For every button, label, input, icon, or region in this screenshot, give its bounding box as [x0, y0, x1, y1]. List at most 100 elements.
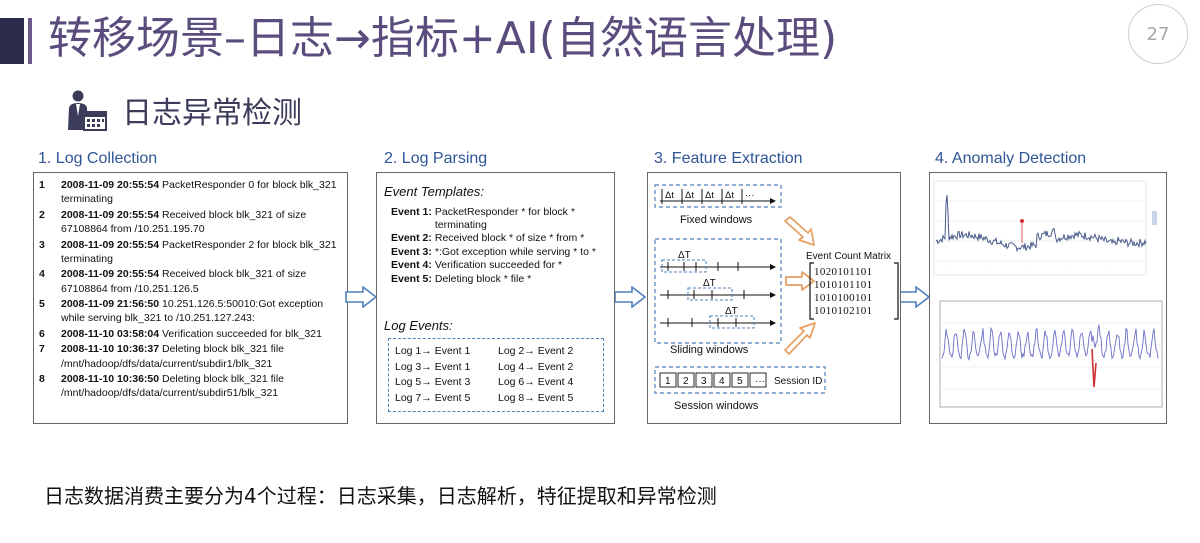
log-entry-message: PacketResponder 2 for block blk_321 term… — [61, 238, 337, 265]
log-entry-message: Received block blk_321 of size 67108864 … — [61, 208, 307, 236]
log-event-mapping: Log 3→ Event 1 — [395, 360, 471, 373]
session-id-cell — [659, 372, 677, 388]
log-entry-message: 10.251.126.5:50010:Got exception while s… — [61, 298, 324, 325]
event-templates-heading: Event Templates: — [384, 184, 484, 199]
event-template-label: Event 3: — [391, 245, 432, 258]
time-series-plot-bottom — [939, 300, 1163, 408]
title-accent-bar — [0, 18, 24, 64]
flow-arrow-icon — [898, 286, 930, 308]
log-entry-message: Verification succeeded for blk_321 — [159, 327, 322, 340]
metric-series-line — [941, 324, 1159, 361]
log-event-mapping: Log 7→ Event 5 — [395, 391, 471, 404]
orange-arrow-icon — [784, 216, 815, 246]
matrix-row: 1 0 1 0 1 0 0 1 0 1 — [814, 292, 872, 304]
log-entry: 5 2008-11-09 21:56:50 10.251.126.5:50010:… — [39, 297, 344, 326]
log-entry-timestamp: 2008-11-10 10:36:50 — [61, 373, 160, 386]
log-entry-message: Deleting block blk_321 file /mnt/hadoop/… — [61, 373, 285, 400]
event-template-text: Deleting block * file * — [434, 272, 532, 285]
fixed-window-delta: Δt — [725, 190, 734, 201]
fixed-window-delta: Δt — [665, 190, 674, 201]
session-id-value: 5 — [737, 376, 743, 387]
fixed-windows-box — [654, 184, 782, 208]
log-event-mapping: Log 8→ Event 5 — [498, 391, 574, 404]
session-id-label: Session ID — [774, 376, 822, 387]
section-subtitle: 日志异常检测 — [122, 96, 302, 131]
log-entry: 3 2008-11-09 20:55:54 PacketResponder 2 f… — [39, 238, 344, 267]
log-entry-number: 7 — [39, 343, 45, 356]
event-template-text: Received block * of size * from * — [434, 232, 585, 245]
log-entry-timestamp: 2008-11-09 20:55:54 — [61, 238, 160, 251]
event-template-text: *:Got exception while serving * to * — [434, 245, 596, 258]
event-template-label: Event 2: — [391, 232, 432, 245]
event-template-label: Event 5: — [391, 272, 432, 285]
log-collection-panel: 1 2008-11-09 20:55:54 PacketResponder 0 f… — [33, 172, 348, 424]
event-template-list: Event 1:PacketResponder * for block * te… — [391, 206, 611, 287]
metric-series-line — [935, 194, 1147, 253]
svg-text:.: . — [1030, 267, 1031, 272]
session-id-value: 4 — [719, 376, 725, 387]
matrix-row: 1 0 1 0 1 0 1 1 0 1 — [814, 279, 872, 291]
session-id-value: 2 — [683, 376, 689, 387]
session-windows-label: Session windows — [674, 400, 759, 412]
delta-label: ΔT — [703, 278, 716, 289]
log-entry-message: PacketResponder 0 for block blk_321 term… — [61, 179, 337, 206]
event-template: Event 1:PacketResponder * for block * te… — [391, 206, 611, 231]
log-event-grid: Log 1→ Event 1 Log 2→ Event 2 Log 3→ Event… — [395, 344, 601, 405]
event-template-label: Event 1: — [391, 206, 432, 218]
log-entry-message: Received block blk_321 of size 67108864 … — [61, 268, 307, 295]
delta-label: ΔT — [678, 250, 691, 261]
log-entry-timestamp: 2008-11-09 21:56:50 — [61, 298, 160, 311]
slide-caption: 日志数据消费主要分为4个过程：日志采集，日志解析，特征提取和异常检测 — [44, 484, 717, 508]
log-entry-number: 6 — [39, 327, 45, 340]
flow-arrow-icon — [345, 286, 377, 308]
time-series-plot-top — [933, 180, 1147, 276]
flow-arrow-icon — [614, 286, 646, 308]
svg-text:.: . — [1110, 267, 1111, 272]
log-entry-timestamp: 2008-11-10 10:36:37 — [61, 343, 160, 356]
delta-label: ΔT — [725, 306, 738, 317]
log-event-mapping: Log 5→ Event 3 — [395, 376, 471, 388]
event-template: Event 5:Deleting block * file * — [391, 273, 611, 286]
session-id-value: ··· — [755, 376, 765, 387]
matrix-row: 1 0 2 0 1 0 1 1 0 1 — [814, 266, 872, 278]
event-template: Event 3:*:Got exception while serving * … — [391, 246, 611, 259]
session-id-value: 3 — [701, 376, 707, 387]
matrix-row: 1 0 1 0 1 0 2 1 0 1 — [814, 305, 872, 317]
log-entry-timestamp: 2008-11-09 20:55:54 — [61, 208, 160, 221]
event-template-text: PacketResponder * for block * terminatin… — [434, 206, 575, 231]
event-template: Event 4:Verification succeeded for * — [391, 259, 611, 272]
session-id-cell — [749, 372, 767, 388]
log-event-mapping: Log 1→ Event 1 — [395, 345, 471, 357]
event-template-label: Event 4: — [391, 259, 432, 272]
orange-arrow-icon — [784, 322, 816, 355]
fixed-window-delta: Δt — [685, 190, 694, 201]
log-entry-number: 3 — [39, 238, 45, 251]
stage-heading-log-collection: 1. Log Collection — [38, 150, 158, 167]
session-id-cell — [713, 372, 731, 388]
session-windows-box — [654, 366, 826, 394]
anomaly-detection-panel: ..... — [929, 172, 1167, 424]
page-number-badge: 27 — [1128, 4, 1188, 64]
anomaly-marker — [1020, 219, 1024, 223]
log-entry: 6 2008-11-10 03:58:04 Verification succee… — [39, 327, 344, 341]
session-id-cell — [731, 372, 749, 388]
log-entry-number: 5 — [39, 298, 45, 311]
log-events-box: Log 1→ Event 1 Log 2→ Event 2 Log 3→ Event… — [388, 338, 604, 412]
log-event-mapping: Log 4→ Event 2 — [498, 360, 574, 373]
log-entry-number: 1 — [39, 179, 45, 191]
log-parsing-panel: Event Templates: Event 1:PacketResponder… — [376, 172, 615, 424]
orange-arrow-icon — [785, 271, 815, 291]
log-entry-timestamp: 2008-11-10 03:58:04 — [61, 327, 160, 340]
sliding-windows-box — [654, 238, 782, 344]
log-event-mapping: Log 2→ Event 2 — [498, 345, 574, 357]
fixed-windows-label: Fixed windows — [680, 214, 753, 226]
session-id-value: 1 — [665, 376, 671, 387]
slide-title: 转移场景–日志→指标+AI(自然语言处理) — [48, 13, 838, 64]
svg-text:.: . — [1070, 267, 1071, 272]
